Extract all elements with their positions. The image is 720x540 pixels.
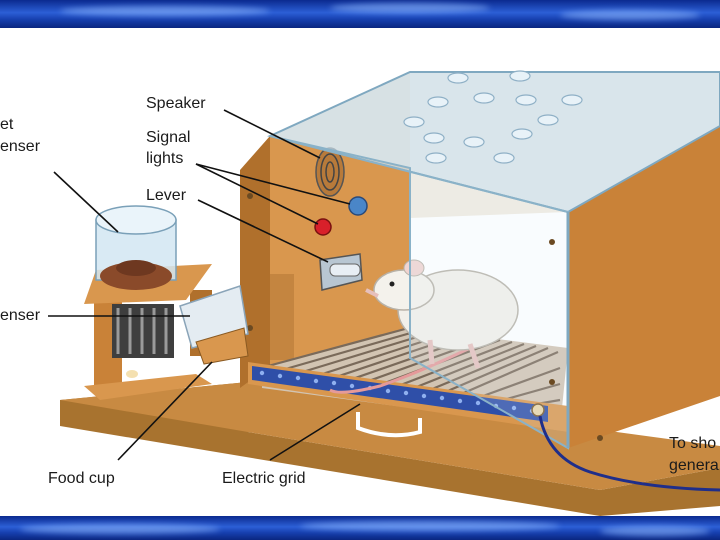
food-cup [195,327,249,365]
label-pellet-dispenser-top: et [0,116,14,133]
bottom-blue-band [0,516,720,540]
signal-light-blue [348,196,368,216]
label-dispenser: enser [0,307,41,324]
label-speaker: Speaker [146,95,206,112]
electric-grid-strip [252,366,548,422]
band-highlight [330,3,490,13]
band-highlight [300,521,560,531]
label-lever: Lever [146,187,187,204]
top-blue-band [0,0,720,28]
drawer-front [250,388,568,448]
signal-light-red [314,218,332,236]
shock-generator-wire [538,415,720,492]
panel-slot [270,274,294,360]
air-holes [403,70,583,164]
label-food-cup: Food cup [48,470,115,487]
apparatus-drawing [48,70,720,516]
band-highlight [60,6,270,16]
box-right-wall [568,126,720,448]
rat [329,259,519,394]
box-front-panel [270,136,410,366]
lever-bar [329,263,361,277]
skinner-box-illustration: et enser Speaker Signal lights Lever ens… [0,28,720,516]
label-electric-grid: Electric grid [222,470,306,487]
band-highlight [600,526,710,536]
band-highlight [20,524,220,534]
pellet-dispenser [84,205,212,400]
speaker-grille [315,147,345,197]
grid-terminal [531,403,545,417]
label-signal-lights-bottom: lights [146,150,184,167]
drawer-handle [356,412,422,438]
screws [247,193,603,441]
box-left-edge [240,136,270,388]
label-shock-generator-bottom: genera [669,457,719,474]
label-signal-lights-top: Signal [146,129,191,146]
band-highlight [560,10,700,20]
label-pellet-dispenser-bottom: enser [0,138,41,155]
label-leaders [48,109,361,461]
glass-front [269,135,569,450]
label-shock-generator-top: To sho [669,435,717,452]
